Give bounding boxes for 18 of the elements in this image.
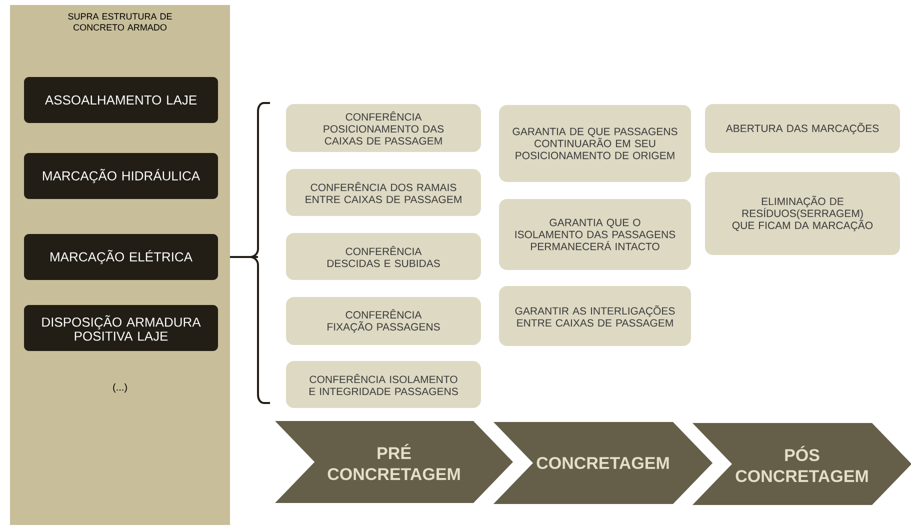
step-box: MARCAÇÃO HIDRÁULICA [24,153,218,199]
step-box: DISPOSIÇÃO ARMADURA POSITIVA LAJE [24,305,218,351]
task-box: GARANTIA DE QUE PASSAGENS CONTINUARÃO EM SEU POSICIONAMENTO DE ORIGEM [499,105,691,182]
phase-banner: PRÉ CONCRETAGEM [275,421,513,503]
ellipsis-note: (...) [113,383,127,393]
task-box: CONFERÊNCIA FIXAÇÃO PASSAGENS [286,297,481,345]
task-box: CONFERÊNCIA POSICIONAMENTO DAS CAIXAS DE PASSAGEM [286,104,481,152]
task-box: CONFERÊNCIA DESCIDAS E SUBIDAS [286,233,481,280]
task-box: ABERTURA DAS MARCAÇÕES [705,104,900,153]
task-box: CONFERÊNCIA DOS RAMAIS ENTRE CAIXAS DE PASSAGEM [286,169,481,216]
task-box: GARANTIA QUE O ISOLAMENTO DAS PASSAGENS PERMANECERÁ INTACTO [499,199,691,270]
phase-banner: CONCRETAGEM [493,422,713,504]
phase-banner: PÓS CONCRETAGEM [692,423,911,505]
step-box: MARCAÇÃO ELÉTRICA [24,234,218,280]
task-box: CONFERÊNCIA ISOLAMENTO E INTEGRIDADE PASSAGENS [286,361,481,408]
task-box: GARANTIR AS INTERLIGAÇÕES ENTRE CAIXAS DE PASSAGEM [499,286,691,346]
task-box: ELIMINAÇÃO DE RESÍDUOS(SERRAGEM) QUE FICAM DA MARCAÇÃO [705,172,900,255]
step-box: ASSOALHAMENTO LAJE [24,77,218,123]
